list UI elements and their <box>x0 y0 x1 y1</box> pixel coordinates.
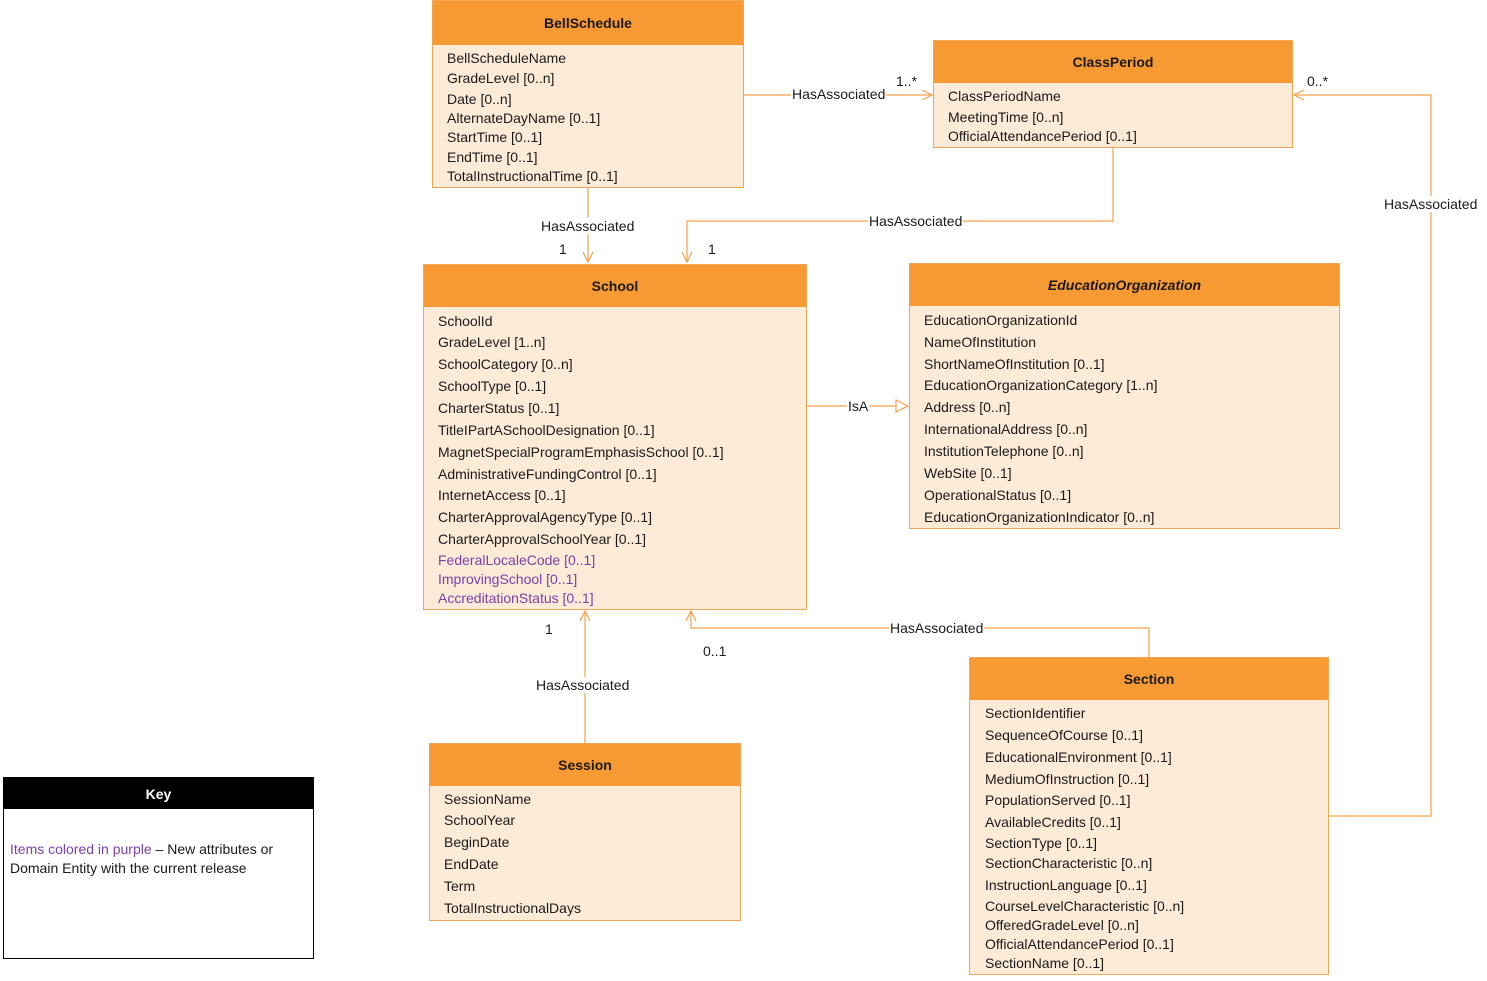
attribute-item: BeginDate <box>444 834 510 850</box>
connector-classperiod-school <box>687 148 1114 262</box>
entity-title: School <box>424 265 806 307</box>
legend-rest-text: – New attributes or Domain Entity with t… <box>10 841 274 876</box>
attribute-item: SessionName <box>444 791 532 807</box>
attribute-item: EducationalEnvironment [0..1] <box>985 749 1172 765</box>
relationship-label: HasAssociated <box>868 213 964 229</box>
attribute-item-new: FederalLocaleCode [0..1] <box>438 552 596 568</box>
attribute-item: SectionCharacteristic [0..n] <box>985 855 1153 871</box>
attribute-item: TotalInstructionalDays <box>444 900 581 916</box>
attribute-item: WebSite [0..1] <box>924 465 1012 481</box>
connector-section-classperiod <box>1294 95 1432 817</box>
attribute-item-new: ImprovingSchool [0..1] <box>438 571 578 587</box>
attribute-item: ClassPeriodName <box>948 88 1061 104</box>
entity-education-organization: EducationOrganization EducationOrganizat… <box>909 263 1340 529</box>
relationship-label: HasAssociated <box>791 86 887 102</box>
attribute-item: ShortNameOfInstitution [0..1] <box>924 356 1105 372</box>
attribute-item: SequenceOfCourse [0..1] <box>985 727 1143 743</box>
relationship-label: HasAssociated <box>1383 196 1479 212</box>
attribute-item: Address [0..n] <box>924 399 1011 415</box>
entity-title: Section <box>970 658 1328 700</box>
attribute-item: GradeLevel [0..n] <box>447 70 555 86</box>
multiplicity-label: 0..* <box>1307 73 1329 89</box>
attribute-item: MeetingTime [0..n] <box>948 109 1064 125</box>
attribute-item: CourseLevelCharacteristic [0..n] <box>985 898 1185 914</box>
relationship-label: HasAssociated <box>540 218 636 234</box>
multiplicity-label: 1 <box>545 621 553 637</box>
attribute-item: MagnetSpecialProgramEmphasisSchool [0..1… <box>438 444 724 460</box>
entity-title: BellSchedule <box>433 1 743 45</box>
entity-school: School SchoolId GradeLevel [1..n] School… <box>423 264 807 610</box>
entity-section: Section SectionIdentifier SequenceOfCour… <box>969 657 1329 975</box>
attribute-item: EndDate <box>444 856 499 872</box>
attribute-item: StartTime [0..1] <box>447 129 543 145</box>
attribute-item: EndTime [0..1] <box>447 149 538 165</box>
attribute-item: CharterApprovalSchoolYear [0..1] <box>438 531 647 547</box>
multiplicity-label: 1 <box>708 241 716 257</box>
attribute-item: TitleIPartASchoolDesignation [0..1] <box>438 422 655 438</box>
attribute-item: SectionIdentifier <box>985 705 1086 721</box>
attribute-item: EducationOrganizationCategory [1..n] <box>924 377 1158 393</box>
relationship-label: HasAssociated <box>535 677 631 693</box>
attribute-item: PopulationServed [0..1] <box>985 792 1131 808</box>
attribute-item: InternetAccess [0..1] <box>438 487 566 503</box>
attribute-item: SchoolCategory [0..n] <box>438 356 573 372</box>
relationship-label: HasAssociated <box>889 620 985 636</box>
attribute-item: AlternateDayName [0..1] <box>447 110 601 126</box>
attribute-item: OfficialAttendancePeriod [0..1] <box>985 936 1174 952</box>
legend-description: Items colored in purple – New attributes… <box>10 840 306 878</box>
attribute-item: NameOfInstitution <box>924 334 1037 350</box>
entity-title: ClassPeriod <box>934 41 1292 83</box>
attribute-item: MediumOfInstruction [0..1] <box>985 771 1150 787</box>
attribute-item: SectionName [0..1] <box>985 955 1105 971</box>
attribute-item: OperationalStatus [0..1] <box>924 487 1072 503</box>
attribute-item: InstructionLanguage [0..1] <box>985 877 1147 893</box>
entity-title: EducationOrganization <box>910 264 1339 306</box>
attribute-item: BellScheduleName <box>447 50 567 66</box>
attribute-item: Date [0..n] <box>447 91 512 107</box>
attribute-item: OfficialAttendancePeriod [0..1] <box>948 128 1137 144</box>
attribute-item: SchoolId <box>438 313 493 329</box>
attribute-item: TotalInstructionalTime [0..1] <box>447 168 618 184</box>
attribute-item: SchoolYear <box>444 812 516 828</box>
multiplicity-label: 1 <box>559 241 567 257</box>
entity-class-period: ClassPeriod ClassPeriodName MeetingTime … <box>933 40 1293 148</box>
relationship-label: IsA <box>847 398 870 414</box>
multiplicity-label: 0..1 <box>703 643 727 659</box>
attribute-item: AvailableCredits [0..1] <box>985 814 1121 830</box>
legend-title: Key <box>4 778 313 809</box>
entity-title: Session <box>430 744 740 786</box>
attribute-item: EducationOrganizationIndicator [0..n] <box>924 509 1155 525</box>
attribute-item: EducationOrganizationId <box>924 312 1078 328</box>
attribute-item: CharterStatus [0..1] <box>438 400 560 416</box>
attribute-item: InstitutionTelephone [0..n] <box>924 443 1084 459</box>
attribute-item: AdministrativeFundingControl [0..1] <box>438 466 657 482</box>
attribute-item: SchoolType [0..1] <box>438 378 547 394</box>
entity-bell-schedule: BellSchedule BellScheduleName GradeLevel… <box>432 0 744 188</box>
attribute-item: InternationalAddress [0..n] <box>924 421 1088 437</box>
attribute-item: Term <box>444 878 476 894</box>
multiplicity-label: 1..* <box>896 73 918 89</box>
attribute-item: CharterApprovalAgencyType [0..1] <box>438 509 653 525</box>
attribute-item-new: AccreditationStatus [0..1] <box>438 590 594 606</box>
attribute-item: SectionType [0..1] <box>985 835 1098 851</box>
legend-purple-text: Items colored in purple <box>10 841 152 857</box>
legend-key: Key Items colored in purple – New attrib… <box>3 777 314 959</box>
entity-session: Session SessionName SchoolYear BeginDate… <box>429 743 741 921</box>
attribute-item: GradeLevel [1..n] <box>438 334 546 350</box>
attribute-item: OfferedGradeLevel [0..n] <box>985 917 1139 933</box>
